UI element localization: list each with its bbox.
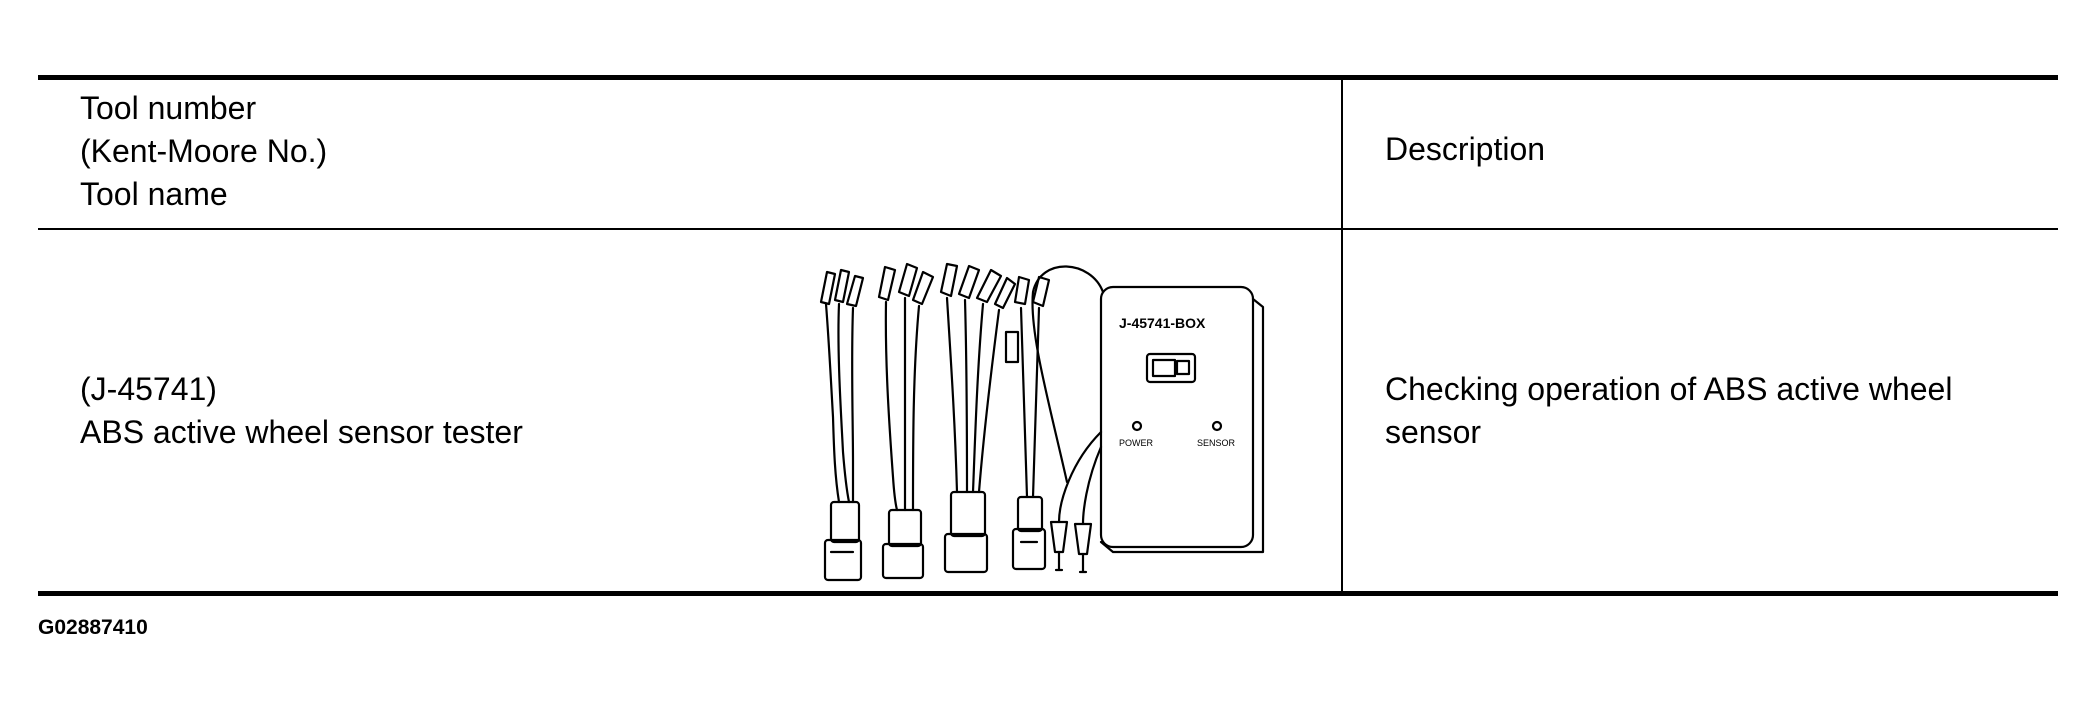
tool-description: Checking operation of ABS active wheel s…: [1385, 371, 1953, 450]
tool-name: ABS active wheel sensor tester: [80, 414, 523, 450]
power-led-label: POWER: [1119, 438, 1154, 448]
harness-connector-3: [939, 262, 1020, 574]
abs-sensor-tester-illustration: J-45741-BOX POWER SENSOR: [819, 262, 1265, 582]
tester-box: J-45741-BOX POWER SENSOR: [1031, 265, 1265, 554]
tester-box-label: J-45741-BOX: [1119, 315, 1206, 331]
header-description-column: Description: [1385, 131, 1546, 167]
tool-number: (J-45741): [80, 371, 217, 407]
harness-connector-2: [877, 262, 935, 580]
table-header-divider: [38, 228, 2058, 230]
table-top-rule: [38, 75, 2058, 80]
test-leads: [1049, 430, 1103, 574]
table-column-divider: [1341, 80, 1343, 591]
header-tool-column: Tool number (Kent-Moore No.) Tool name: [80, 90, 328, 212]
special-service-tools-document: Tool number (Kent-Moore No.) Tool name D…: [38, 0, 2058, 719]
harness-connector-1: [819, 268, 865, 582]
table-bottom-rule: [38, 591, 2058, 596]
figure-code: G02887410: [38, 616, 148, 639]
sensor-led-label: SENSOR: [1197, 438, 1236, 448]
harness-connector-4: [1011, 275, 1051, 571]
